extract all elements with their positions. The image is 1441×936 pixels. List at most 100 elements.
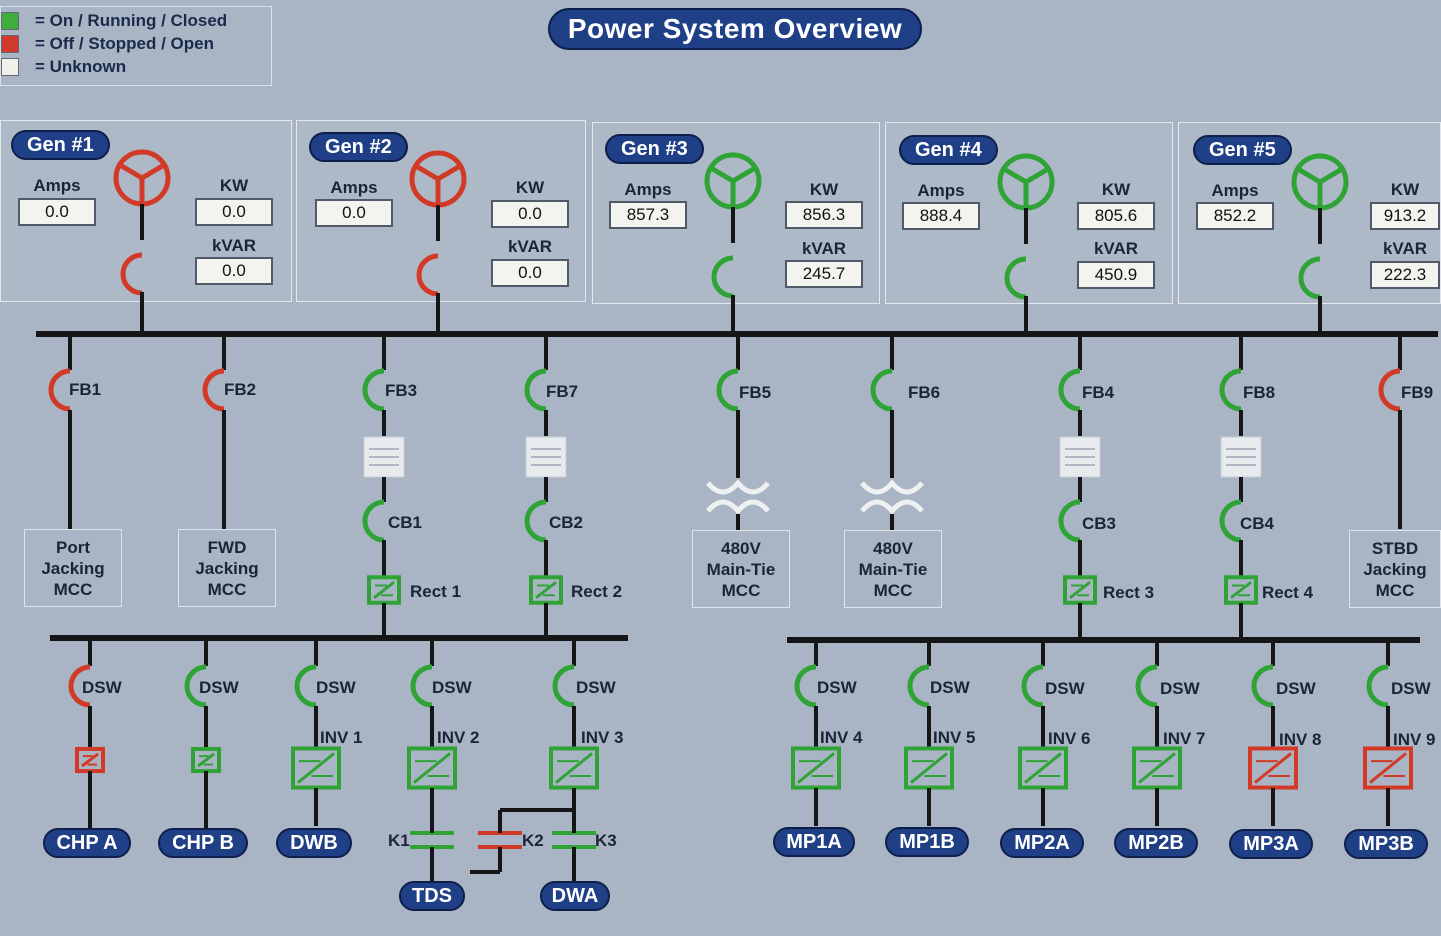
inv-label-8: INV 8: [1279, 730, 1322, 749]
inverter-symbol-10-diag: [1254, 752, 1292, 784]
feeder-breaker-2[interactable]: [202, 368, 225, 412]
dsw-symbol-11[interactable]: [1366, 664, 1389, 708]
gen-breaker-2[interactable]: [416, 253, 439, 297]
feeder-label-fb6: FB6: [908, 383, 941, 402]
gen-2-kw-label: KW: [515, 178, 545, 197]
inverter-symbol-4[interactable]: [407, 746, 457, 790]
cb-symbol-7[interactable]: [1058, 499, 1081, 543]
load-mp3b[interactable]: MP3B: [1344, 829, 1428, 859]
feeder-breaker-7[interactable]: [1058, 368, 1081, 412]
cb-symbol-8[interactable]: [1219, 499, 1242, 543]
dsw-label-3: DSW: [316, 678, 356, 697]
dsw-symbol-10[interactable]: [1251, 664, 1274, 708]
dsw-symbol-1[interactable]: [68, 664, 91, 708]
mcc-stbd-jacking[interactable]: STBD Jacking MCC: [1349, 530, 1441, 608]
feeder-label-fb8: FB8: [1243, 383, 1276, 402]
breaker-label-cb2: CB2: [549, 513, 584, 532]
dsw-symbol-2[interactable]: [184, 664, 207, 708]
inverter-symbol-10[interactable]: [1248, 746, 1298, 790]
rectifier-symbol-8-diag: [1230, 581, 1252, 599]
feeder-breaker-9[interactable]: [1378, 368, 1401, 412]
dsw-label-11: DSW: [1391, 679, 1431, 698]
page-title: Power System Overview: [548, 8, 922, 50]
load-mp2b[interactable]: MP2B: [1114, 828, 1198, 858]
gen-4-kvar-value: 450.9: [1077, 261, 1155, 289]
feeder-breaker-5[interactable]: [716, 368, 739, 412]
load-mp1a[interactable]: MP1A: [773, 827, 855, 857]
inv-label-1: INV 1: [320, 728, 363, 747]
inverter-symbol-7[interactable]: [904, 746, 954, 790]
dsw-symbol-5[interactable]: [552, 664, 575, 708]
load-dwb[interactable]: DWB: [276, 828, 352, 858]
load-dwa[interactable]: DWA: [540, 881, 610, 911]
rectifier-symbol-7[interactable]: [1063, 575, 1097, 605]
gen-breaker-4[interactable]: [1004, 256, 1027, 300]
rectifier-label-2: Rect 2: [571, 582, 623, 601]
cb-symbol-3[interactable]: [362, 499, 385, 543]
rectifier-symbol-3[interactable]: [367, 575, 401, 605]
feeder-breaker-1[interactable]: [48, 368, 71, 412]
load-tds[interactable]: TDS: [399, 881, 465, 911]
legend-swatch-unknown: [1, 58, 19, 76]
load-chp-b[interactable]: CHP B: [158, 828, 248, 858]
rectifier-label-1: Rect 1: [410, 582, 462, 601]
feeder-label-fb5: FB5: [739, 383, 772, 402]
feeder-breaker-6[interactable]: [870, 368, 893, 412]
legend-label-off: = Off / Stopped / Open: [35, 34, 214, 53]
mcc-stbd-line-3: MCC: [1375, 580, 1415, 600]
gen-1-title: Gen #1: [11, 130, 110, 160]
inverter-symbol-11[interactable]: [1363, 746, 1413, 790]
feeder-breaker-8[interactable]: [1219, 368, 1242, 412]
generator-symbol-2-rotor: [414, 163, 462, 205]
rectifier-symbol-4[interactable]: [529, 575, 563, 605]
feeder-breaker-3[interactable]: [362, 368, 385, 412]
dsw-symbol-3[interactable]: [294, 664, 317, 708]
inv-label-7: INV 7: [1163, 729, 1206, 748]
dsw-symbol-9[interactable]: [1135, 664, 1158, 708]
gen-2-kvar-value: 0.0: [491, 259, 569, 287]
gen-breaker-5[interactable]: [1298, 256, 1321, 300]
mcc-stbd-line-2: Jacking: [1363, 559, 1427, 579]
feeder-label-fb9: FB9: [1401, 383, 1434, 402]
legend-row-unknown: = Unknown: [1, 57, 126, 77]
dsw-symbol-7[interactable]: [907, 664, 930, 708]
gen-3-amps-label: Amps: [624, 180, 672, 199]
rectifier-symbol-8[interactable]: [1224, 575, 1258, 605]
mcc-main-tie-2[interactable]: 480V Main-Tie MCC: [844, 530, 942, 608]
mcc-fwd-line-1: FWD: [207, 537, 247, 557]
gen-breaker-3[interactable]: [711, 255, 734, 299]
gen-breaker-1[interactable]: [120, 252, 143, 296]
load-mp2a[interactable]: MP2A: [1000, 828, 1084, 858]
gen-5-kw-value: 913.2: [1370, 202, 1440, 230]
feeder-label-fb2: FB2: [224, 380, 257, 399]
gen-5-amps-value: 852.2: [1196, 202, 1274, 230]
rectifier-symbol-4-diag: [535, 581, 557, 599]
mcc-tie2-line-2: Main-Tie: [858, 559, 928, 579]
transformer-5: [706, 479, 770, 495]
load-chp-a[interactable]: CHP A: [43, 828, 131, 858]
cb-symbol-4[interactable]: [524, 499, 547, 543]
feeder-breaker-4[interactable]: [524, 368, 547, 412]
converter-symbol-2-diag: [197, 752, 215, 768]
mcc-port-jacking[interactable]: Port Jacking MCC: [24, 529, 122, 607]
mcc-main-tie-1[interactable]: 480V Main-Tie MCC: [692, 530, 790, 608]
load-mp1b[interactable]: MP1B: [885, 827, 969, 857]
inverter-symbol-3[interactable]: [291, 746, 341, 790]
rectifier-label-4: Rect 4: [1262, 583, 1314, 602]
gen-3-kw-value: 856.3: [785, 201, 863, 229]
gen-1-kvar-value: 0.0: [195, 257, 273, 285]
gen-2-amps-label: Amps: [330, 178, 378, 197]
load-mp3a[interactable]: MP3A: [1229, 829, 1313, 859]
dsw-symbol-4[interactable]: [410, 664, 433, 708]
inverter-symbol-9[interactable]: [1132, 746, 1182, 790]
gen-5-kvar-value: 222.3: [1370, 261, 1440, 289]
inverter-symbol-8[interactable]: [1018, 746, 1068, 790]
rectifier-label-3: Rect 3: [1103, 583, 1155, 602]
generator-symbol-5-rotor: [1296, 166, 1344, 208]
mcc-fwd-jacking[interactable]: FWD Jacking MCC: [178, 529, 276, 607]
gen-2-kvar-label: kVAR: [507, 237, 553, 256]
dsw-symbol-8[interactable]: [1021, 664, 1044, 708]
dsw-symbol-6[interactable]: [794, 664, 817, 708]
inverter-symbol-5[interactable]: [549, 746, 599, 790]
inverter-symbol-6[interactable]: [791, 746, 841, 790]
